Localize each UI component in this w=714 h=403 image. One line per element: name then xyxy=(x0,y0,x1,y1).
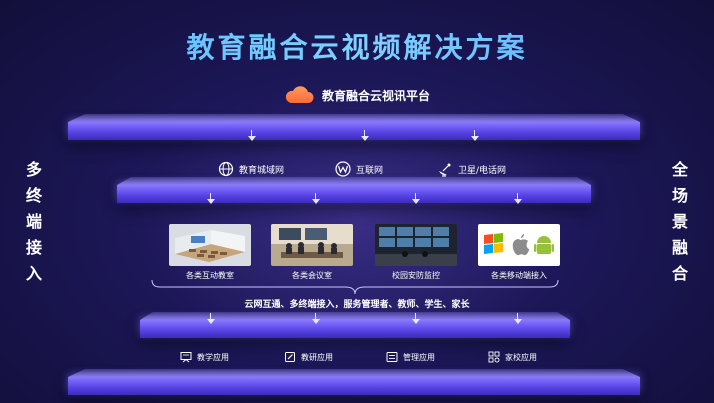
summary-text: 云网互通、多终端接入，服务管理者、教师、学生、家长 xyxy=(244,300,470,310)
scenario-label: 校园安防监控 xyxy=(392,271,440,280)
meeting-room-image xyxy=(271,224,353,266)
vertical-char: 终 xyxy=(25,186,42,205)
arrow-down-icon xyxy=(411,193,421,205)
vertical-char: 合 xyxy=(671,264,688,283)
arrow-down-icon xyxy=(360,130,370,142)
brace-connector xyxy=(151,279,559,295)
scenario-label: 各类移动端接入 xyxy=(491,271,547,280)
satellite-icon xyxy=(439,163,451,177)
app-item-management: 管理应用 xyxy=(386,351,435,363)
scenario-card-meeting: 各类会议室 xyxy=(271,224,353,281)
arrow-down-icon xyxy=(411,313,421,325)
network-layer-bar xyxy=(117,185,591,203)
vertical-char: 多 xyxy=(25,160,42,179)
app-label: 教研应用 xyxy=(301,352,333,362)
page-title: 教育融合云视频解决方案 xyxy=(0,26,714,66)
w-network-icon xyxy=(335,161,351,177)
vertical-char: 入 xyxy=(25,264,42,283)
vertical-char: 景 xyxy=(671,212,688,231)
scenario-card-classroom: 各类互动教室 xyxy=(169,224,251,281)
network-label: 互联网 xyxy=(356,165,384,176)
arrow-down-icon xyxy=(206,313,216,325)
app-item-research: 教研应用 xyxy=(284,351,333,363)
network-item-satellite: 卫星/电话网 xyxy=(437,161,506,177)
arrow-down-icon xyxy=(470,130,480,142)
arrow-down-icon xyxy=(513,193,523,205)
home-school-icon xyxy=(488,351,500,363)
research-icon xyxy=(285,352,295,362)
vertical-char: 接 xyxy=(25,238,42,257)
mobile-os-logos-image xyxy=(478,224,560,266)
vertical-char: 端 xyxy=(25,212,42,231)
scenario-card-security: 校园安防监控 xyxy=(375,224,457,281)
management-icon xyxy=(386,352,398,362)
application-layer-bar xyxy=(68,377,640,395)
cloud-icon xyxy=(285,86,314,103)
globe-icon xyxy=(218,161,234,177)
platform-layer-bar xyxy=(68,122,640,140)
arrow-down-icon xyxy=(311,313,321,325)
app-label: 家校应用 xyxy=(505,352,537,362)
left-vertical-label: 多 终 端 接 入 xyxy=(24,162,44,282)
classroom-image xyxy=(169,224,251,266)
vertical-char: 融 xyxy=(671,238,688,257)
security-monitor-image xyxy=(375,224,457,266)
app-item-home-school: 家校应用 xyxy=(488,351,537,363)
app-label: 管理应用 xyxy=(403,352,435,362)
arrow-down-icon xyxy=(247,130,257,142)
platform-header: 教育融合云视讯平台 xyxy=(0,86,714,104)
app-item-teaching: 教学应用 xyxy=(180,351,229,363)
right-vertical-label: 全 场 景 融 合 xyxy=(670,162,690,282)
arrow-down-icon xyxy=(311,193,321,205)
arrow-down-icon xyxy=(513,313,523,325)
vertical-char: 全 xyxy=(671,160,688,179)
network-item-education: 教育城域网 xyxy=(218,161,284,177)
network-item-internet: 互联网 xyxy=(335,161,383,177)
scenario-card-mobile: 各类移动端接入 xyxy=(478,224,560,281)
platform-label: 教育融合云视讯平台 xyxy=(321,88,430,103)
scenario-label: 各类会议室 xyxy=(292,271,332,280)
app-label: 教学应用 xyxy=(197,352,229,362)
vertical-char: 场 xyxy=(671,186,688,205)
network-label: 教育城域网 xyxy=(239,165,285,176)
access-layer-bar xyxy=(140,320,570,338)
teaching-icon xyxy=(180,352,192,363)
arrow-down-icon xyxy=(206,193,216,205)
scenario-label: 各类互动教室 xyxy=(186,271,234,280)
network-label: 卫星/电话网 xyxy=(458,165,507,176)
